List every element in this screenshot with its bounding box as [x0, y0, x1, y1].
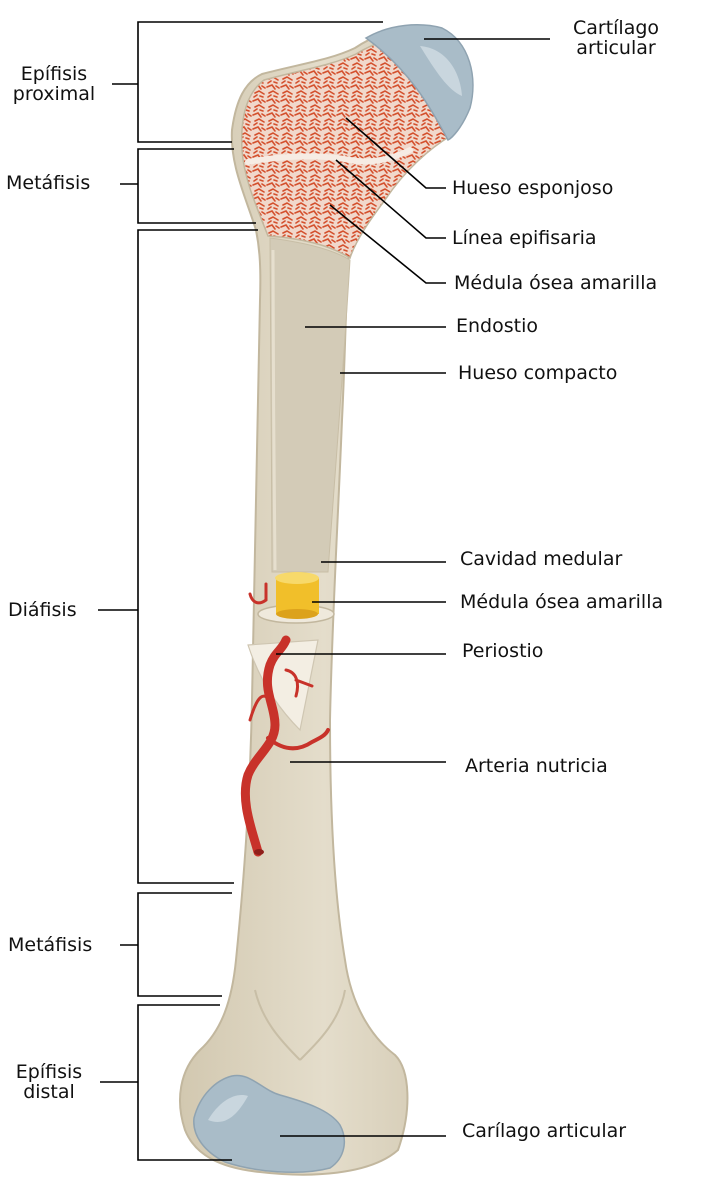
label-diaphysis: Diáfisis [8, 599, 77, 621]
articular-cartilage-bottom-highlight [208, 1095, 248, 1122]
label-distal-epiphysis: Epífisis distal [0, 1062, 98, 1102]
nutrient-artery [240, 635, 291, 857]
label-compact-bone: Hueso compacto [458, 362, 618, 384]
label-yellow-marrow-mid: Médula ósea amarilla [460, 591, 664, 613]
label-distal-epiphysis-line1: Epífisis [15, 1061, 83, 1083]
bracket-proximal-epiphysis [137, 21, 383, 143]
label-yellow-marrow-top: Médula ósea amarilla [454, 272, 658, 294]
label-articular-cartilage-top-line1: Cartílago [572, 17, 660, 39]
label-metaphysis-bottom: Metáfisis [8, 934, 93, 956]
leader-marrow-top [329, 204, 446, 284]
label-periosteum: Periostio [462, 640, 544, 662]
artery-branch-4 [248, 582, 268, 605]
yellow-marrow-bottom [276, 609, 318, 619]
bracket-metaphysis-bottom [137, 892, 232, 997]
yellow-marrow-top [275, 572, 319, 584]
endosteum-layer [271, 249, 277, 571]
right-leader-lines [276, 38, 550, 1137]
label-endosteum: Endostio [456, 315, 538, 337]
bracket-metaphysis-top [137, 148, 256, 224]
leader-epiphyseal-line [335, 159, 446, 239]
label-articular-cartilage-top-line2: articular [576, 37, 656, 59]
label-proximal-epiphysis: Epífisis proximal [4, 64, 104, 104]
spongy-bone-region [240, 37, 453, 260]
left-brackets [98, 21, 383, 1161]
label-proximal-epiphysis-line1: Epífisis [20, 63, 88, 85]
artery-branch-2 [248, 694, 272, 722]
medullary-cavity [269, 237, 351, 573]
label-articular-cartilage-top: Cartílago articular [556, 18, 676, 58]
label-spongy-bone: Hueso esponjoso [452, 177, 614, 199]
leader-spongy-bone [345, 117, 446, 189]
articular-cartilage-top [364, 24, 474, 141]
label-metaphysis-top: Metáfisis [6, 172, 91, 194]
periosteum-flap [247, 639, 319, 732]
articular-cartilage-top-highlight [420, 46, 462, 96]
artery-branch-3 [284, 668, 314, 698]
bracket-diaphysis [137, 229, 258, 884]
epiphyseal-line [245, 147, 413, 165]
label-nutrient-artery: Arteria nutricia [465, 755, 608, 777]
label-distal-epiphysis-line2: distal [23, 1081, 75, 1103]
label-proximal-epiphysis-line2: proximal [12, 83, 96, 105]
artery-branch-1 [266, 728, 330, 751]
label-epiphyseal-line: Línea epifisaria [452, 227, 597, 249]
yellow-marrow-cylinder [276, 578, 319, 614]
artery-end [254, 849, 264, 855]
distal-condyle-shading [254, 989, 346, 1061]
label-medullary-cavity: Cavidad medular [460, 548, 623, 570]
label-articular-cartilage-bottom: Carílago articular [462, 1120, 627, 1142]
